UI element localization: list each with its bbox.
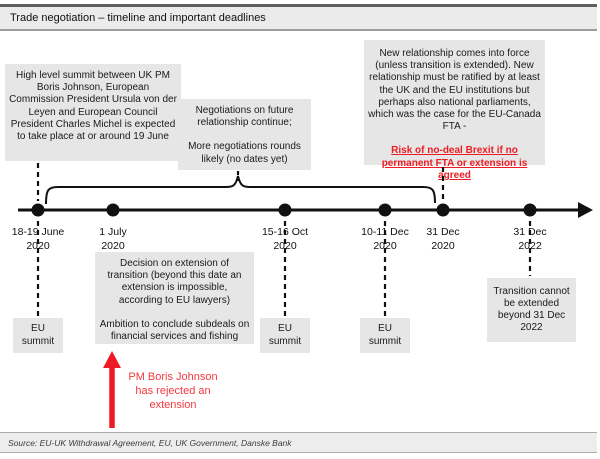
source-bar: Source: EU-UK Withdrawal Agreement, EU, … [0,432,597,453]
event-dot-31-dec-2022 [523,203,537,217]
eu-summit-label: EU summit [268,323,302,347]
annotation-risk-warning: Risk of no-deal Brexit if no permanent F… [381,145,528,181]
source-text: Source: EU-UK Withdrawal Agreement, EU, … [8,437,292,448]
annotation-negotiations-line1: Negotiations on future relationship cont… [195,105,294,129]
event-dot-31-dec-2020 [436,203,450,217]
eu-summit-label: EU summit [21,323,55,347]
date-label-18-19-june: 18-19 June 2020 [11,226,65,252]
event-dot-1-july [106,203,120,217]
annotation-new-relationship: New relationship comes into force (unles… [364,40,545,181]
annotation-decision-extension: Decision on extension of transition (bey… [95,252,254,344]
annotation-high-level-summit-text: High level summit between UK PM Boris Jo… [9,70,177,142]
annotation-decision-line1: Decision on extension of transition (bey… [107,258,242,306]
event-dot-18-19-june [31,203,45,217]
event-dot-10-11-dec [378,203,392,217]
annotation-high-level-summit: High level summit between UK PM Boris Jo… [5,64,181,161]
annotation-new-relationship-text: New relationship comes into force (unles… [368,48,541,133]
annotation-eu-summit-dec: EU summit [360,318,410,353]
date-label-31-dec-2020: 31 Dec 2020 [426,226,460,252]
date-label-31-dec-2022: 31 Dec 2022 [513,226,547,252]
date-label-15-16-oct: 15-16 Oct 2020 [261,226,309,252]
annotation-decision-line2: Ambition to conclude subdeals on financi… [99,318,250,342]
figure-title: Trade negotiation – timeline and importa… [10,12,266,24]
annotation-negotiations: Negotiations on future relationship cont… [178,99,311,170]
timeline-arrowhead-icon [578,202,593,218]
rejection-note: PM Boris Johnson has rejected an extensi… [128,371,218,411]
date-label-1-july: 1 July 2020 [99,226,127,252]
annotation-negotiations-line2: More negotiations rounds likely (no date… [188,141,301,165]
date-label-10-11-dec: 10-11 Dec 2020 [361,226,409,252]
negotiation-period-brace [45,175,436,205]
figure-title-bar: Trade negotiation – timeline and importa… [0,4,597,31]
annotation-transition-limit-text: Transition cannot be extended beyond 31 … [493,285,570,334]
event-dot-15-16-oct [278,203,292,217]
annotation-eu-summit-oct: EU summit [260,318,310,353]
eu-summit-label: EU summit [368,323,402,347]
annotation-transition-limit: Transition cannot be extended beyond 31 … [487,278,576,342]
annotation-eu-summit-june: EU summit [13,318,63,353]
rejection-arrow-head-icon [103,351,121,368]
